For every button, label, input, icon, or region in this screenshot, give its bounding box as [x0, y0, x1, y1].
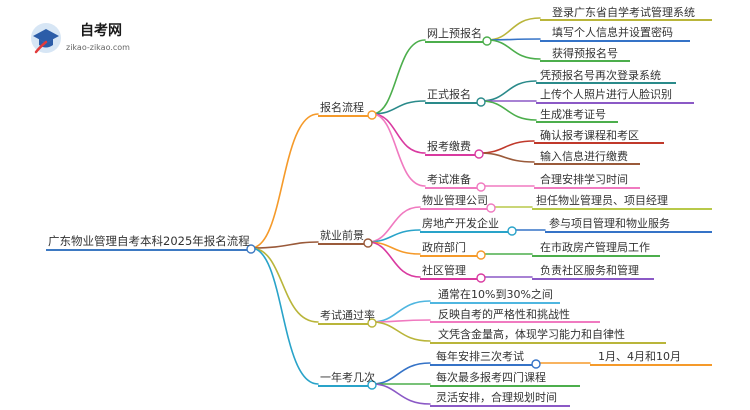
leaf-node[interactable]: 登录广东省自学考试管理系统	[552, 5, 695, 19]
node-wangshang-yubaoming[interactable]: 网上预报名	[427, 26, 482, 40]
node-jiuye-qianjing[interactable]: 就业前景	[320, 228, 364, 242]
leaf-node[interactable]: 参与项目管理和物业服务	[549, 216, 670, 230]
toggle-mnapsc[interactable]	[531, 359, 541, 369]
edge-bm-1	[371, 39, 426, 115]
leaf-node[interactable]: 担任物业管理员、项目经理	[536, 193, 668, 207]
node-labels: 广东物业管理自考本科2025年报名流程 报名流程 就业前景 考试通过率 一年考几…	[48, 5, 695, 404]
leaf-node[interactable]: 每次最多报考四门课程	[436, 370, 546, 384]
edge-tg-3	[371, 321, 431, 342]
toggle-kszb[interactable]	[476, 182, 486, 192]
edge-l-2	[486, 38, 541, 41]
leaf-node[interactable]: 通常在10%到30%之间	[438, 287, 553, 301]
node-baokao-jiaofei[interactable]: 报考缴费	[427, 139, 471, 153]
toggle-jyqj[interactable]	[363, 238, 373, 248]
leaf-node[interactable]: 凭预报名号再次登录系统	[540, 68, 661, 82]
edge-jy-4	[367, 241, 421, 278]
node-zhengfu-bumen[interactable]: 政府部门	[422, 240, 466, 254]
edge-bm-2	[371, 100, 426, 115]
edge-root-3	[250, 247, 319, 323]
toggle-fdckfqy[interactable]	[507, 226, 517, 236]
leaf-node[interactable]: 输入信息进行缴费	[540, 149, 628, 163]
node-shequ-guanli[interactable]: 社区管理	[422, 263, 466, 277]
leaf-node[interactable]: 合理安排学习时间	[540, 172, 628, 186]
edge-bm-4	[371, 113, 426, 187]
edge-yn-3	[371, 383, 431, 405]
toggle-zfbm[interactable]	[476, 250, 486, 260]
root-node-label[interactable]: 广东物业管理自考本科2025年报名流程	[48, 234, 250, 248]
toggle-kstgl[interactable]	[367, 318, 377, 328]
toggle-root[interactable]	[246, 244, 256, 254]
edge-l-4	[480, 80, 537, 102]
edge-jy-1	[367, 206, 421, 243]
toggle-sqgl[interactable]	[476, 273, 486, 283]
leaf-node[interactable]: 生成准考证号	[540, 107, 606, 121]
edge-l-1	[486, 17, 541, 41]
graduation-cap-icon	[33, 29, 59, 54]
site-logo[interactable]: 自考网 zikao-zikao.com	[31, 22, 130, 54]
edge-root-1	[250, 113, 319, 249]
edge-root-2	[250, 241, 319, 249]
leaf-node[interactable]: 上传个人照片进行人脸识别	[540, 87, 672, 101]
edge-root-4	[250, 247, 319, 385]
logo-subtitle: zikao-zikao.com	[66, 43, 130, 52]
leaf-node[interactable]: 负责社区服务和管理	[540, 263, 639, 277]
leaf-node[interactable]: 确认报考课程和考区	[540, 128, 639, 142]
node-fangdichan-kaifa[interactable]: 房地产开发企业	[422, 216, 499, 230]
toggle-ynkjc[interactable]	[367, 380, 377, 390]
leaf-node[interactable]: 灵活安排，合理规划时间	[436, 390, 557, 404]
node-wuye-guanli-gongsi[interactable]: 物业管理公司	[422, 193, 488, 207]
leaf-node[interactable]: 获得预报名号	[552, 46, 618, 60]
edge-l-6	[480, 100, 537, 121]
node-meinian-anpai[interactable]: 每年安排三次考试	[436, 349, 524, 363]
node-kaoshi-zhunbei[interactable]: 考试准备	[427, 172, 471, 186]
node-kaoshi-tongguolv[interactable]: 考试通过率	[320, 308, 375, 322]
logo-title: 自考网	[80, 22, 122, 39]
leaf-node[interactable]: 文凭含金量高，体现学习能力和自律性	[438, 327, 625, 341]
node-underlines	[46, 19, 712, 407]
node-baoming-liucheng[interactable]: 报名流程	[320, 100, 364, 114]
node-yinian-kaojici[interactable]: 一年考几次	[320, 370, 375, 384]
edge-tg-1	[371, 300, 431, 323]
toggle-bkjf[interactable]	[474, 149, 484, 159]
toggle-wyglgs[interactable]	[486, 203, 496, 213]
edge-l-3	[486, 39, 541, 60]
node-zhengshi-baoming[interactable]: 正式报名	[427, 87, 471, 101]
node-toggles[interactable]	[246, 36, 541, 390]
edge-l-8	[478, 152, 535, 163]
toggle-zsbm[interactable]	[476, 97, 486, 107]
leaf-node[interactable]: 1月、4月和10月	[598, 350, 681, 363]
leaf-node[interactable]: 填写个人信息并设置密码	[552, 25, 673, 39]
toggle-wsybm[interactable]	[482, 36, 492, 46]
edge-yn-1	[371, 362, 431, 385]
leaf-node[interactable]: 在市政房产管理局工作	[540, 240, 650, 254]
edge-l-7	[478, 140, 535, 154]
edge-bm-3	[371, 113, 426, 154]
connector-lines	[250, 17, 591, 405]
toggle-bmlc[interactable]	[367, 110, 377, 120]
leaf-node[interactable]: 反映自考的严格性和挑战性	[438, 307, 570, 321]
